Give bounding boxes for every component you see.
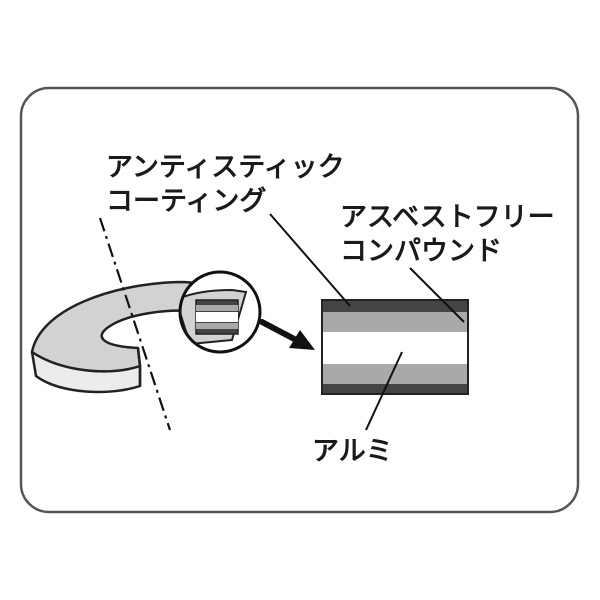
washer-face [30, 280, 214, 373]
washer-illustration [30, 280, 214, 394]
leader-line-coating [269, 213, 351, 307]
magnifier-circle [178, 270, 262, 354]
label-coating-line2: コーティング [106, 185, 266, 217]
label-compound-line1: アスベストフリー [340, 202, 555, 233]
label-coating-line1: アンティスティック [106, 152, 345, 183]
leader-line-compound [409, 267, 465, 323]
label-aluminum: アルミ [312, 436, 393, 467]
washer-split-end [136, 347, 142, 386]
diagram-frame [19, 86, 580, 514]
layer-compound-bottom [322, 364, 468, 384]
label-compound-line2: コンパウンド [340, 236, 502, 267]
layer-cross-section [321, 299, 469, 395]
layer-outer-bottom [322, 384, 468, 394]
layer-outer-top [322, 300, 468, 312]
layer-aluminum-core [322, 332, 468, 364]
washer-inner-edge [100, 325, 139, 349]
leader-line-aluminum [365, 351, 403, 431]
layer-compound-top [322, 312, 468, 332]
arrow-right-icon [259, 319, 315, 350]
center-axis-line [98, 217, 172, 431]
